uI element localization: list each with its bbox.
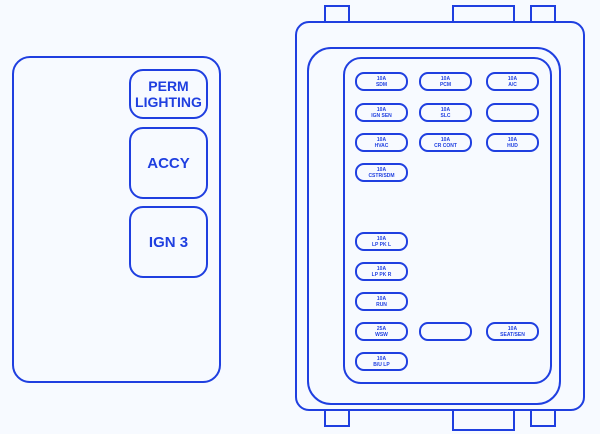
fuse-rating: 10A [376, 265, 387, 272]
fuse-rating: 10A [507, 75, 518, 82]
fuse-rating: 10A [440, 136, 451, 143]
fuse-rating: 10A [376, 106, 387, 113]
fuse-name: CSTR/SDM [368, 172, 395, 179]
bottom-tab [324, 409, 350, 427]
fuse-rating: 10A [507, 325, 518, 332]
fuse-rating: 10A [376, 355, 387, 362]
fuse-name: B/U LP [373, 361, 390, 368]
fuse-name: LP PK R [371, 271, 392, 278]
fuse-rating: 10A [376, 235, 387, 242]
fuse-name: SEAT/SEN [500, 331, 525, 338]
fuse-rating: 10A [440, 106, 451, 113]
fuse-rating: 10A [376, 166, 387, 173]
fuse-name: A/C [508, 81, 517, 88]
fuse[interactable] [486, 103, 539, 122]
fuse-rating: 10A [376, 136, 387, 143]
fuse-name: RUN [376, 301, 387, 308]
fuse-name: IGN SEN [371, 112, 392, 119]
fuse-rating: 10A [440, 75, 451, 82]
fuse-rating: 10A [507, 136, 518, 143]
fuse-block-panel [343, 57, 552, 384]
fuse-name: SDM [375, 81, 388, 88]
fuse-rating: 25A [376, 325, 387, 332]
fuse-block-ring [307, 47, 561, 405]
relay-label: LIGHTING [135, 94, 202, 110]
fuse-name: SLC [440, 112, 451, 119]
fuse-name: PCM [439, 81, 452, 88]
relay-label: PERM [148, 78, 189, 94]
relay-ign3[interactable]: IGN 3 [129, 206, 208, 278]
fuse-name: HVAC [374, 142, 389, 149]
relay-label: IGN 3 [148, 233, 189, 251]
fuse-rating: 10A [376, 295, 387, 302]
fuse-name: WSW [375, 331, 388, 338]
fuse-block-housing [295, 21, 585, 411]
relay-label: ACCY [147, 154, 190, 172]
relay-accy[interactable]: ACCY [129, 127, 208, 199]
bottom-tab [530, 409, 556, 427]
fuse-rating: 10A [376, 75, 387, 82]
outer-panel [12, 56, 221, 383]
fuse[interactable] [419, 322, 472, 341]
bottom-tab [452, 409, 515, 431]
fuse-name: HUD [507, 142, 518, 149]
fuse-name: LP PK L [371, 241, 392, 248]
fuse-name: CR CONT [434, 142, 457, 149]
